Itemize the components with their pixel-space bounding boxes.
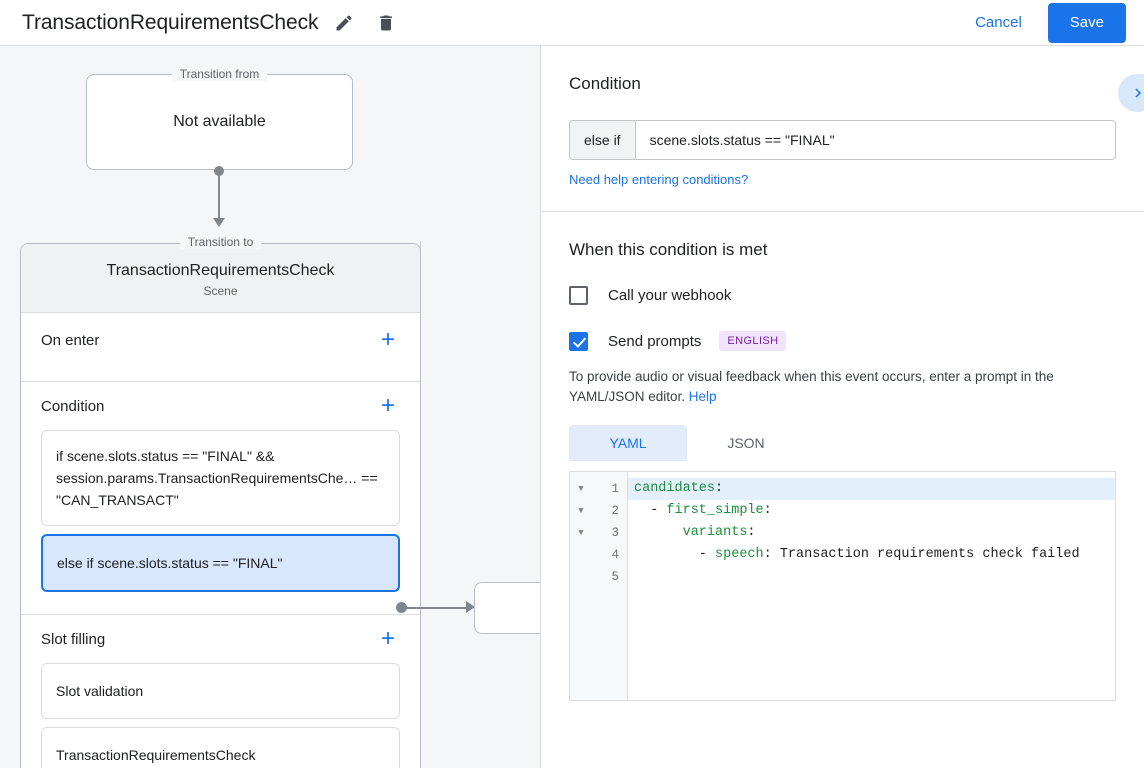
add-condition-button[interactable]: + [380,392,395,419]
connector-dot-branch [396,602,407,613]
section-title-on-enter: On enter [41,331,100,349]
editor-code-line[interactable]: variants: [628,522,1115,544]
app-header: TransactionRequirementsCheck Cancel Save [0,0,1144,46]
connector-line-branch [405,607,469,609]
editor-line-number: 5 [570,566,627,588]
add-on-enter-button[interactable]: + [380,326,395,353]
panel-condition-section: Condition else if scene.slots.status == … [541,46,1144,212]
transition-from-value: Not available [173,113,266,130]
panel-when-met-section: When this condition is met Call your web… [541,212,1144,723]
editor-line-number: ▼3 [570,522,627,544]
section-header-condition: Condition + [21,382,420,430]
yaml-text: : [715,481,724,496]
webhook-row[interactable]: Call your webhook [569,286,1116,305]
cancel-button[interactable]: Cancel [961,6,1036,39]
save-button[interactable]: Save [1047,2,1126,43]
connector-arrow-right [466,601,475,613]
yaml-text: : [763,503,772,518]
fold-arrow-icon[interactable]: ▼ [578,506,584,516]
condition-input-row[interactable]: else if scene.slots.status == "FINAL" [569,120,1116,160]
add-slot-filling-button[interactable]: + [380,625,395,652]
section-on-enter: On enter + [21,313,420,382]
yaml-key: speech [715,547,764,562]
section-header-slot-filling: Slot filling + [21,615,420,663]
condition-help-link[interactable]: Need help entering conditions? [569,172,749,187]
call-webhook-checkbox[interactable] [569,286,588,305]
transition-from-legend: Transition from [171,67,268,81]
line-number: 3 [611,526,619,540]
target-node-box[interactable] [474,582,540,634]
section-slot-filling: Slot filling + Slot validation Transacti… [21,615,420,768]
list-item[interactable]: else if scene.slots.status == "FINAL" [41,534,400,592]
transition-from-box: Transition from Not available [86,67,353,170]
yaml-key: variants [682,525,748,540]
page-title: TransactionRequirementsCheck [22,10,319,34]
yaml-key: first_simple [666,503,764,518]
editor-line-number: ▼1 [570,478,627,500]
panel-heading-when-met: When this condition is met [569,240,768,259]
tab-yaml[interactable]: YAML [569,425,687,461]
chevron-right-icon[interactable] [1118,74,1144,112]
editor-code-line[interactable]: - speech: Transaction requirements check… [628,544,1115,566]
list-item[interactable]: TransactionRequirementsCheck [41,727,400,768]
call-webhook-label: Call your webhook [608,287,732,304]
connector-arrow-down [213,218,225,227]
condition-expression-input[interactable]: scene.slots.status == "FINAL" [635,121,1115,159]
editor-code-area[interactable]: candidates: - first_simple: variants: - … [628,472,1115,700]
scene-subtitle: Scene [203,284,238,298]
send-prompts-label: Send prompts [608,332,702,350]
editor-line-number: ▼2 [570,500,627,522]
section-condition: Condition + if scene.slots.status == "FI… [21,382,420,615]
editor-code-line[interactable]: candidates: [628,478,1115,500]
yaml-text: - [634,503,667,518]
trash-icon[interactable] [370,7,402,39]
line-number: 1 [611,482,619,496]
editor-format-tabs: YAML JSON [569,425,1116,461]
list-item[interactable]: Slot validation [41,663,400,719]
condition-prefix-label: else if [570,121,636,159]
details-panel: Condition else if scene.slots.status == … [540,46,1144,768]
editor-code-line[interactable]: - first_simple: [628,500,1115,522]
yaml-text: : [747,525,756,540]
prompts-help-link[interactable]: Help [688,389,717,404]
editor-code-line[interactable] [628,566,1115,588]
connector-line-vertical [218,170,220,220]
send-prompts-row[interactable]: Send prompts ENGLISH [569,331,1116,351]
prompts-hint-body: To provide audio or visual feedback when… [569,369,1054,404]
line-number: 5 [611,570,619,584]
scene-title: TransactionRequirementsCheck [106,262,335,279]
fold-arrow-icon[interactable]: ▼ [578,484,584,494]
tab-json[interactable]: JSON [727,435,765,451]
editor-line-number: 4 [570,544,627,566]
language-badge: ENGLISH [719,331,787,351]
fold-arrow-icon[interactable]: ▼ [578,528,584,538]
pencil-icon[interactable] [328,7,360,39]
section-title-slot-filling: Slot filling [41,630,106,648]
transition-to-card: Transition to TransactionRequirementsChe… [20,235,421,768]
panel-heading-condition: Condition [569,74,641,93]
send-prompts-checkbox[interactable] [569,331,588,351]
prompts-hint-text: To provide audio or visual feedback when… [569,367,1116,407]
line-number: 4 [611,548,619,562]
section-header-on-enter: On enter + [21,313,420,367]
list-item[interactable]: if scene.slots.status == "FINAL" && sess… [41,430,400,526]
transition-to-legend: Transition to [179,235,262,249]
flow-canvas[interactable]: Transition from Not available Transition… [0,46,540,768]
line-number: 2 [611,504,619,518]
scene-header[interactable]: Transition to TransactionRequirementsChe… [21,235,420,313]
yaml-text [634,525,683,540]
yaml-key: candidates [634,481,716,496]
yaml-text: : Transaction requirements check failed [763,547,1080,562]
section-title-condition: Condition [41,397,105,415]
yaml-text: - [634,547,716,562]
